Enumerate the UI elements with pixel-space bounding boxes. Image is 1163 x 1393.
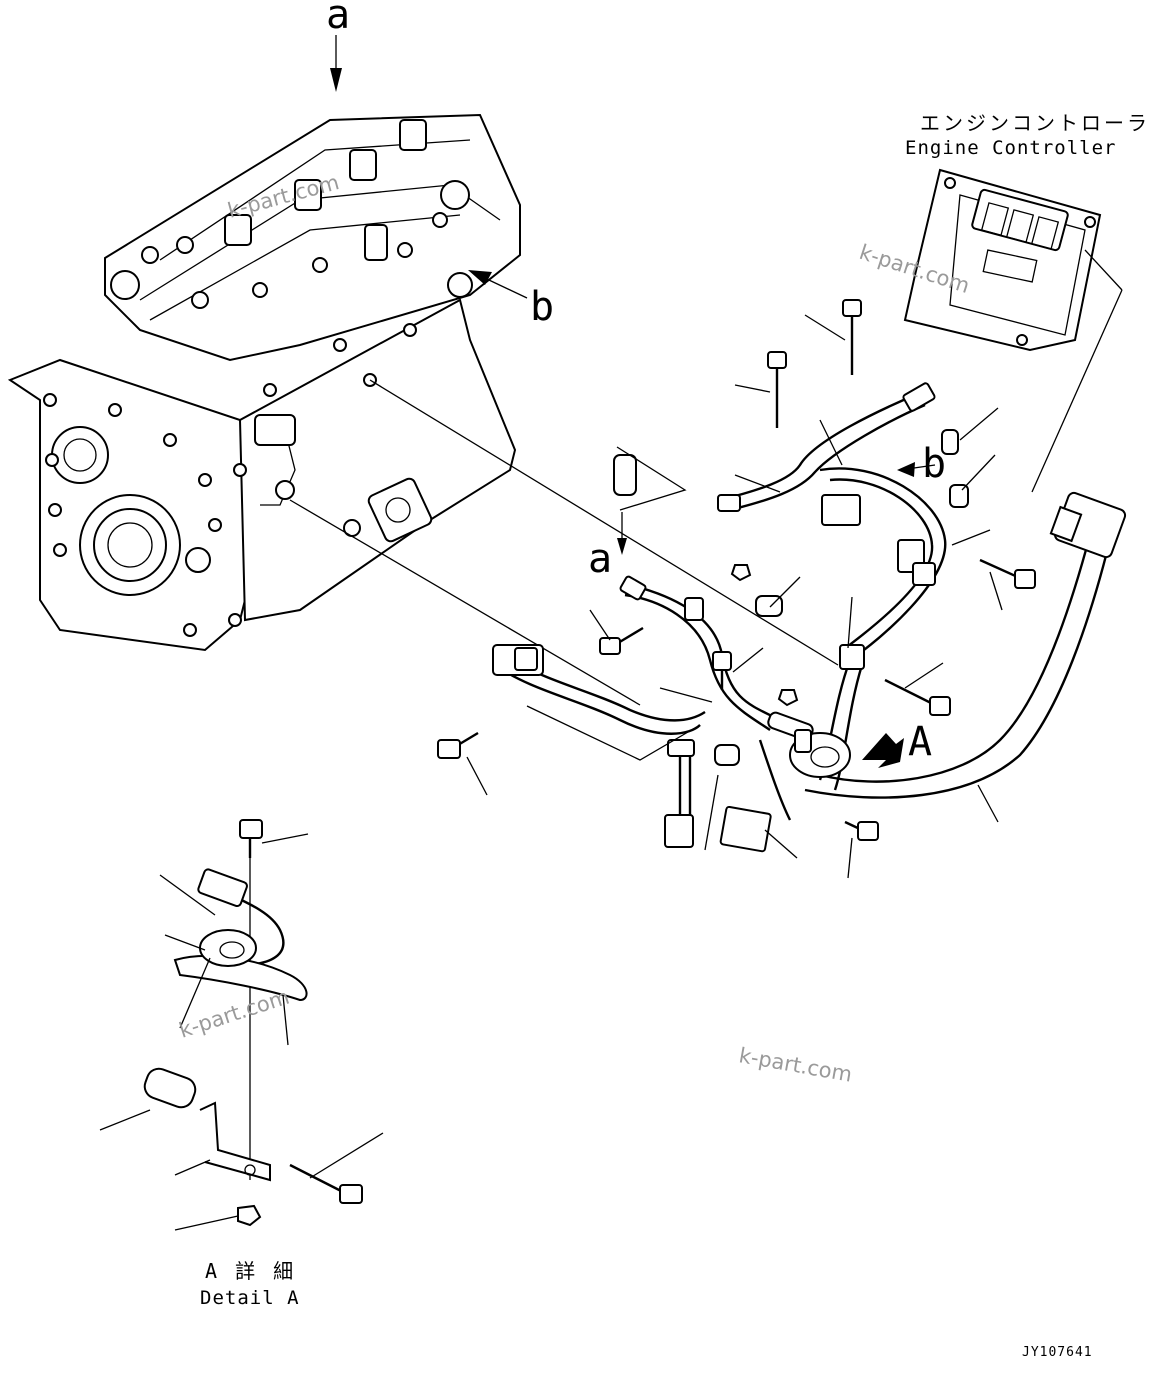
- bolt: [884, 678, 951, 716]
- collar: [143, 1067, 197, 1109]
- view-label-b: b: [530, 284, 554, 330]
- detail-title-jp: A 詳 細: [205, 1259, 296, 1283]
- controller-label-jp: エンジンコントローラ: [920, 111, 1150, 135]
- leader-line: [1031, 289, 1123, 493]
- injector-row: [224, 119, 427, 261]
- engine-controller: エンジンコントローラ Engine Controller: [903, 111, 1150, 352]
- nut: [777, 689, 799, 707]
- bolt: [437, 731, 479, 759]
- collar: [941, 429, 959, 455]
- bolt: [979, 558, 1036, 589]
- arrow-a-small: a: [588, 512, 627, 582]
- watermark: k-part.com: [737, 1043, 854, 1086]
- arrow-b-small: b: [897, 441, 946, 487]
- leader-line: [369, 379, 839, 666]
- nut: [730, 564, 752, 582]
- collar: [949, 484, 969, 508]
- arrow-label-a: a: [588, 536, 612, 582]
- head-bolts: [110, 180, 473, 397]
- view-label-a: a: [326, 0, 350, 38]
- bolt: [599, 626, 644, 655]
- drawing-code: JY107641: [1022, 1345, 1093, 1360]
- front-bolts: [43, 393, 247, 637]
- detail-title-en: Detail A: [200, 1287, 300, 1309]
- view-arrow-a: a: [326, 0, 350, 92]
- bolt: [842, 299, 862, 375]
- watermark: k-part.com: [176, 985, 292, 1043]
- detail-arrow-a: A: [862, 719, 932, 768]
- controller-label-en: Engine Controller: [905, 137, 1116, 159]
- collar: [714, 744, 740, 766]
- bolt: [712, 651, 732, 690]
- leader-line: [289, 499, 641, 706]
- bolt: [844, 820, 879, 841]
- detail-a: A 詳 細 Detail A: [99, 819, 384, 1309]
- callout-leaders: [466, 314, 1003, 879]
- engine-block: [7, 113, 521, 652]
- loose-parts: [437, 299, 1036, 841]
- wiring-harness: [492, 382, 1127, 853]
- bolt: [767, 351, 787, 428]
- leader-line: [1084, 249, 1123, 291]
- view-arrow-b: b: [468, 270, 554, 330]
- collar: [613, 454, 637, 496]
- arrow-label-b: b: [922, 441, 946, 487]
- crank-pulley-housing: [51, 426, 211, 596]
- detail-arrow-label: A: [908, 719, 932, 765]
